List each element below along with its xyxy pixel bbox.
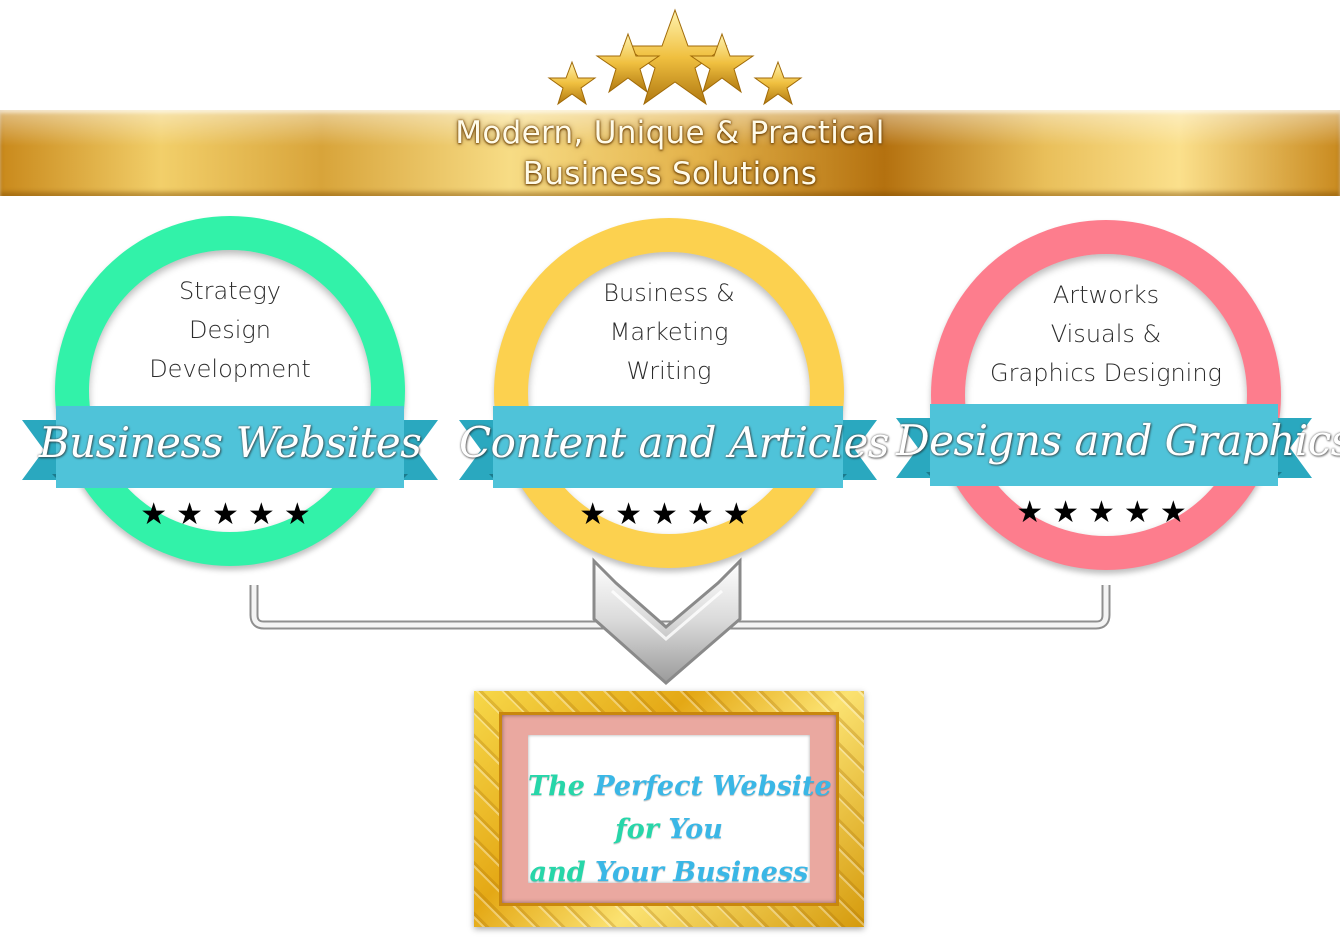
badge-description: Business & Marketing Writing xyxy=(494,274,844,391)
ribbon-label: Designs and Graphics xyxy=(896,416,1340,465)
badge-line: Graphics Designing xyxy=(990,359,1222,387)
frame-word: for xyxy=(615,814,659,845)
badge-line: Strategy xyxy=(179,277,281,305)
title-line-1: Modern, Unique & Practical xyxy=(455,115,885,151)
badge-line: Marketing xyxy=(609,318,729,346)
connector-arrow xyxy=(249,557,1111,685)
frame-line-2: for You xyxy=(528,808,810,851)
golden-frame: The Perfect Website for You and Your Bus… xyxy=(474,691,864,927)
badge-line: Development xyxy=(149,355,311,383)
badge-inner xyxy=(965,254,1247,536)
badge-line: Visuals & xyxy=(1050,320,1162,348)
frame-word: Perfect Website xyxy=(594,771,832,802)
frame-message: The Perfect Website for You and Your Bus… xyxy=(528,765,832,894)
ribbon-banner: Business Websites xyxy=(22,398,438,498)
page-title: Modern, Unique & Practical Business Solu… xyxy=(0,113,1340,195)
gold-stars-icon xyxy=(547,8,803,106)
ribbon-label: Business Websites xyxy=(38,418,422,467)
frame-word: You xyxy=(668,814,723,845)
frame-line-3: and Your Business xyxy=(528,851,810,894)
ribbon-banner: Designs and Graphics xyxy=(896,396,1340,496)
badge-description: Strategy Design Development xyxy=(55,272,405,389)
frame-line-1: The Perfect Website xyxy=(528,765,832,808)
badge-line: Design xyxy=(188,316,272,344)
frame-word: The xyxy=(528,771,585,802)
badge-line: Artworks xyxy=(1052,281,1160,309)
badge-line: Business & xyxy=(603,279,735,307)
frame-word: Your Business xyxy=(595,857,809,888)
badge-line: Writing xyxy=(626,357,712,385)
header-banner xyxy=(0,110,1340,196)
service-badge-designs: Artworks Visuals & Graphics Designing ★★… xyxy=(931,220,1281,570)
service-badge-content: Business & Marketing Writing ★★★★★ xyxy=(494,218,844,568)
frame-mat: The Perfect Website for You and Your Bus… xyxy=(502,715,836,903)
rating-stars: ★★★★★ xyxy=(140,497,320,532)
rating-stars: ★★★★★ xyxy=(579,497,759,532)
badge-description: Artworks Visuals & Graphics Designing xyxy=(931,276,1281,393)
service-badge-websites: Strategy Design Development ★★★★★ xyxy=(55,216,405,566)
frame-word: and xyxy=(529,857,586,888)
ribbon-label: Content and Articles xyxy=(459,418,889,467)
frame-canvas: The Perfect Website for You and Your Bus… xyxy=(528,735,832,888)
ribbon-banner: Content and Articles xyxy=(459,398,889,498)
rating-stars: ★★★★★ xyxy=(1016,495,1196,530)
title-line-2: Business Solutions xyxy=(522,156,818,192)
